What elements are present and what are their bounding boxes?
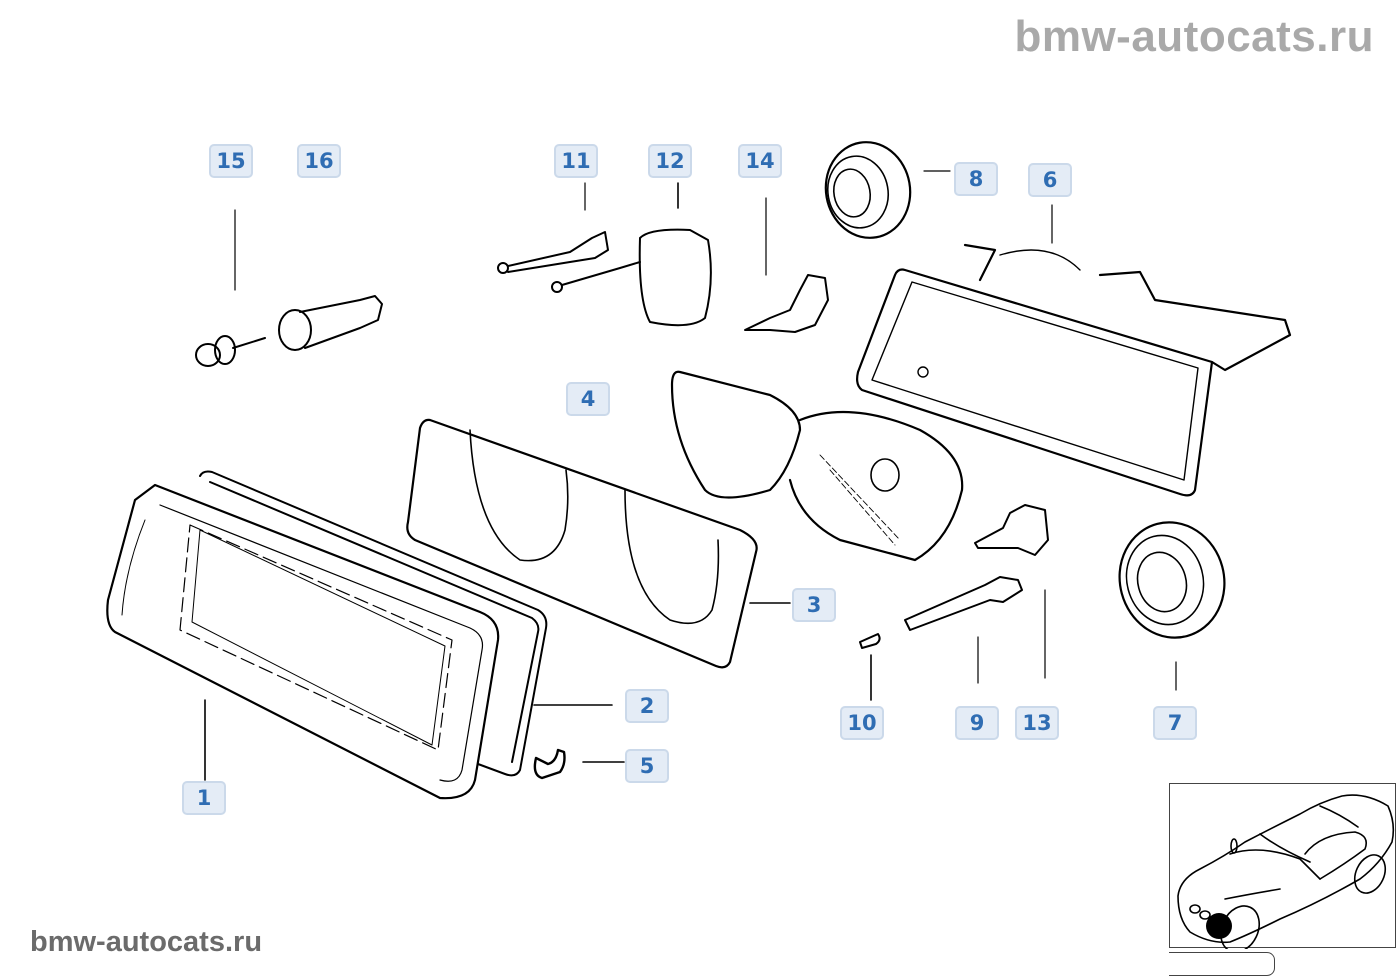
callout-5[interactable]: 5 — [625, 749, 669, 783]
part-clip[interactable] — [533, 748, 625, 780]
callout-13[interactable]: 13 — [1015, 706, 1059, 740]
part-headlight-housing[interactable] — [856, 204, 1292, 497]
locator-tab — [1169, 952, 1275, 976]
part-cover-cap-large[interactable] — [1107, 511, 1237, 691]
callout-15[interactable]: 15 — [209, 144, 253, 178]
part-bulb-socket[interactable] — [974, 504, 1049, 679]
part-adjuster-rod[interactable] — [497, 182, 609, 274]
callout-2[interactable]: 2 — [625, 689, 669, 723]
callout-7[interactable]: 7 — [1153, 706, 1197, 740]
watermark-top: bmw-autocats.ru — [1014, 12, 1374, 61]
part-lens-gasket[interactable] — [199, 470, 613, 777]
part-bulb-holder[interactable] — [744, 197, 829, 333]
part-screw[interactable] — [195, 209, 266, 367]
part-expanding-nut[interactable] — [278, 295, 383, 351]
part-adjusting-screw[interactable] — [904, 576, 1023, 684]
callout-1[interactable]: 1 — [182, 781, 226, 815]
car-locator-thumbnail — [1169, 783, 1396, 953]
callout-4[interactable]: 4 — [566, 382, 610, 416]
car-outline-icon — [1177, 794, 1395, 953]
part-retaining-clip[interactable] — [859, 633, 881, 701]
callout-10[interactable]: 10 — [840, 706, 884, 740]
callout-8[interactable]: 8 — [954, 162, 998, 196]
callout-14[interactable]: 14 — [738, 144, 782, 178]
callout-16[interactable]: 16 — [297, 144, 341, 178]
part-cover-cap-small[interactable] — [818, 135, 951, 244]
part-adjusting-motor[interactable] — [551, 182, 712, 327]
watermark-bottom: bmw-autocats.ru — [30, 926, 263, 958]
callout-12[interactable]: 12 — [648, 144, 692, 178]
callout-3[interactable]: 3 — [792, 588, 836, 622]
callout-9[interactable]: 9 — [955, 706, 999, 740]
part-headlight-lens[interactable] — [106, 483, 500, 800]
part-reflector-unit[interactable] — [670, 370, 964, 562]
callout-6[interactable]: 6 — [1028, 163, 1072, 197]
highlight-marker — [1206, 913, 1232, 939]
callout-11[interactable]: 11 — [554, 144, 598, 178]
part-headlight-frame-trim[interactable] — [406, 418, 791, 669]
